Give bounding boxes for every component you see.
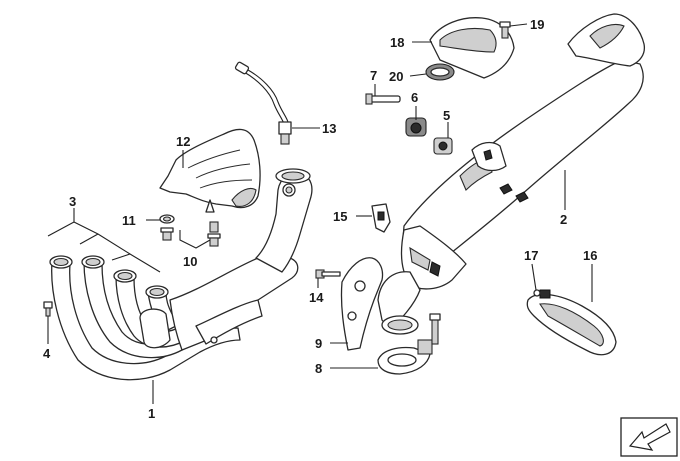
label-20: 20 bbox=[389, 69, 403, 84]
label-1: 1 bbox=[148, 406, 155, 421]
label-15: 15 bbox=[333, 209, 347, 224]
heat-shield bbox=[159, 128, 261, 213]
label-2: 2 bbox=[560, 212, 567, 227]
label-19: 19 bbox=[530, 17, 544, 32]
callout-lines bbox=[47, 23, 593, 404]
header-bolt bbox=[43, 301, 53, 317]
end-cap-screw bbox=[499, 21, 511, 39]
label-9: 9 bbox=[315, 336, 322, 351]
label-4: 4 bbox=[43, 346, 51, 361]
label-5: 5 bbox=[443, 108, 450, 123]
label-11: 11 bbox=[122, 213, 136, 228]
silencer-end-cap bbox=[425, 17, 515, 81]
label-7: 7 bbox=[370, 68, 377, 83]
exhaust-header-pipes bbox=[49, 168, 313, 381]
label-10: 10 bbox=[183, 254, 197, 269]
label-3: 3 bbox=[69, 194, 76, 209]
strap-clamp bbox=[526, 289, 617, 356]
retaining-clip bbox=[371, 203, 391, 233]
label-6: 6 bbox=[411, 90, 418, 105]
label-16: 16 bbox=[583, 248, 597, 263]
washer-and-screws bbox=[159, 214, 221, 247]
label-8: 8 bbox=[315, 361, 322, 376]
rear-silencer bbox=[377, 13, 646, 335]
lambda-sensor bbox=[234, 61, 292, 145]
mount-hardware bbox=[365, 93, 453, 155]
label-18: 18 bbox=[390, 35, 404, 50]
label-17: 17 bbox=[524, 248, 538, 263]
arrow-icon bbox=[620, 417, 678, 457]
label-13: 13 bbox=[322, 121, 336, 136]
pipe-clamp bbox=[377, 313, 441, 375]
label-12: 12 bbox=[176, 134, 190, 149]
label-14: 14 bbox=[309, 290, 324, 305]
silencer-bracket bbox=[340, 257, 384, 351]
bracket-bolt bbox=[315, 269, 341, 279]
